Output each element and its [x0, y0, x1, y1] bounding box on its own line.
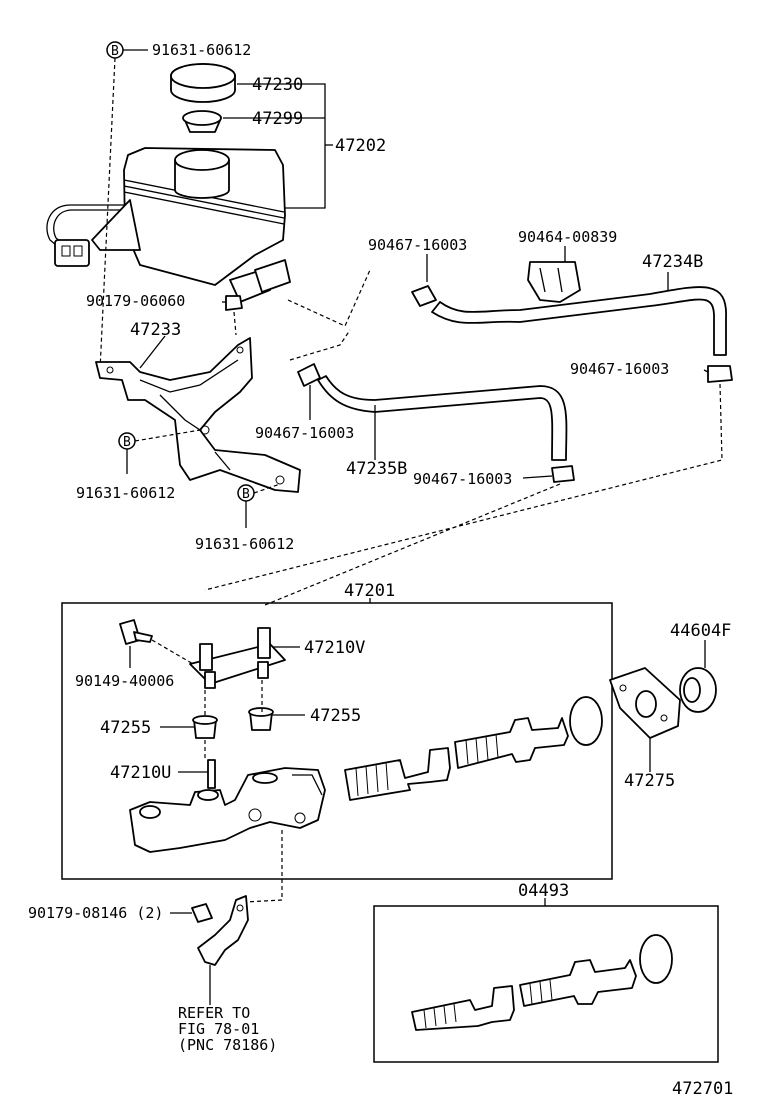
label-47233: 47233 [130, 320, 181, 340]
label-90149-40006: 90149-40006 [75, 672, 174, 690]
clip-90467-mid[interactable] [297, 363, 321, 387]
clip-90467-lower[interactable] [551, 465, 575, 483]
refer-line-2: FIG 78-01 [178, 1020, 259, 1038]
b-marker: B [111, 44, 119, 59]
label-44604f: 44604F [670, 621, 731, 641]
clip-90467-right[interactable] [707, 365, 733, 383]
piston-secondary[interactable] [454, 717, 569, 769]
union-plate-47210v[interactable] [189, 627, 286, 689]
label-47210v: 47210V [304, 638, 365, 658]
kit-piston-primary[interactable] [411, 985, 515, 1031]
master-cylinder-body[interactable] [129, 767, 326, 853]
reservoir-strainer[interactable] [182, 110, 222, 133]
label-47255-right: 47255 [310, 706, 361, 726]
label-47299: 47299 [252, 109, 303, 129]
level-sensor-wire [46, 204, 128, 267]
grommet-47255-right[interactable] [248, 707, 274, 731]
master-cylinder-assy-box [61, 602, 613, 880]
reservoir-cap[interactable] [170, 63, 236, 103]
kit-piston-secondary[interactable] [519, 959, 637, 1007]
label-90179-08146: 90179-08146 (2) [28, 904, 163, 922]
label-90467-16003-lower: 90467-16003 [413, 470, 512, 488]
b-marker: B [242, 487, 250, 502]
label-91631-60612-left: 91631-60612 [76, 484, 175, 502]
label-47275: 47275 [624, 771, 675, 791]
nut-90179-06060[interactable] [225, 295, 243, 311]
cylinder-cup[interactable] [569, 696, 603, 746]
label-91631-60612-bottom: 91631-60612 [195, 535, 294, 553]
label-47230: 47230 [252, 75, 303, 95]
reservoir-mount-bracket [91, 199, 141, 251]
label-91631-60612-top: 91631-60612 [152, 41, 251, 59]
pin-47210u[interactable] [207, 759, 216, 789]
reservoir-bracket[interactable] [95, 337, 301, 493]
label-47210u: 47210U [110, 763, 171, 783]
hose-clamp-90464-00839[interactable] [527, 261, 581, 303]
b-marker: B [123, 435, 131, 450]
label-47202: 47202 [335, 136, 386, 156]
gasket-47275[interactable] [609, 667, 681, 739]
kit-cup[interactable] [639, 934, 673, 984]
nut-90179-08146[interactable] [191, 903, 213, 923]
hose-47234b[interactable] [431, 286, 727, 356]
clip-90467-top-left[interactable] [411, 285, 437, 307]
repair-kit-box [373, 905, 719, 1063]
label-90464-00839: 90464-00839 [518, 228, 617, 246]
bolt-b-top[interactable]: B [106, 41, 124, 59]
label-47201: 47201 [344, 581, 395, 601]
label-47255-left: 47255 [100, 718, 151, 738]
hose-47235b[interactable] [317, 375, 568, 461]
refer-line-3: (PNC 78186) [178, 1036, 277, 1054]
master-cylinder-bracket[interactable] [197, 895, 249, 966]
label-90467-16003-top-left: 90467-16003 [368, 236, 467, 254]
label-90467-16003-mid: 90467-16003 [255, 424, 354, 442]
reservoir-tank[interactable] [123, 147, 291, 303]
bolt-b-left[interactable]: B [118, 432, 136, 450]
label-04493: 04493 [518, 881, 569, 901]
seal-44604f[interactable] [679, 667, 717, 713]
label-47234b: 47234B [642, 252, 703, 272]
figure-number: 472701 [672, 1079, 733, 1099]
bolt-b-bottom[interactable]: B [237, 484, 255, 502]
screw-90149-40006[interactable] [119, 619, 153, 645]
label-47235b: 47235B [346, 459, 407, 479]
grommet-47255-left[interactable] [192, 715, 218, 739]
label-90467-16003-right: 90467-16003 [570, 360, 669, 378]
refer-line-1: REFER TO [178, 1004, 250, 1022]
piston-primary[interactable] [344, 747, 451, 801]
label-90179-06060: 90179-06060 [86, 292, 185, 310]
